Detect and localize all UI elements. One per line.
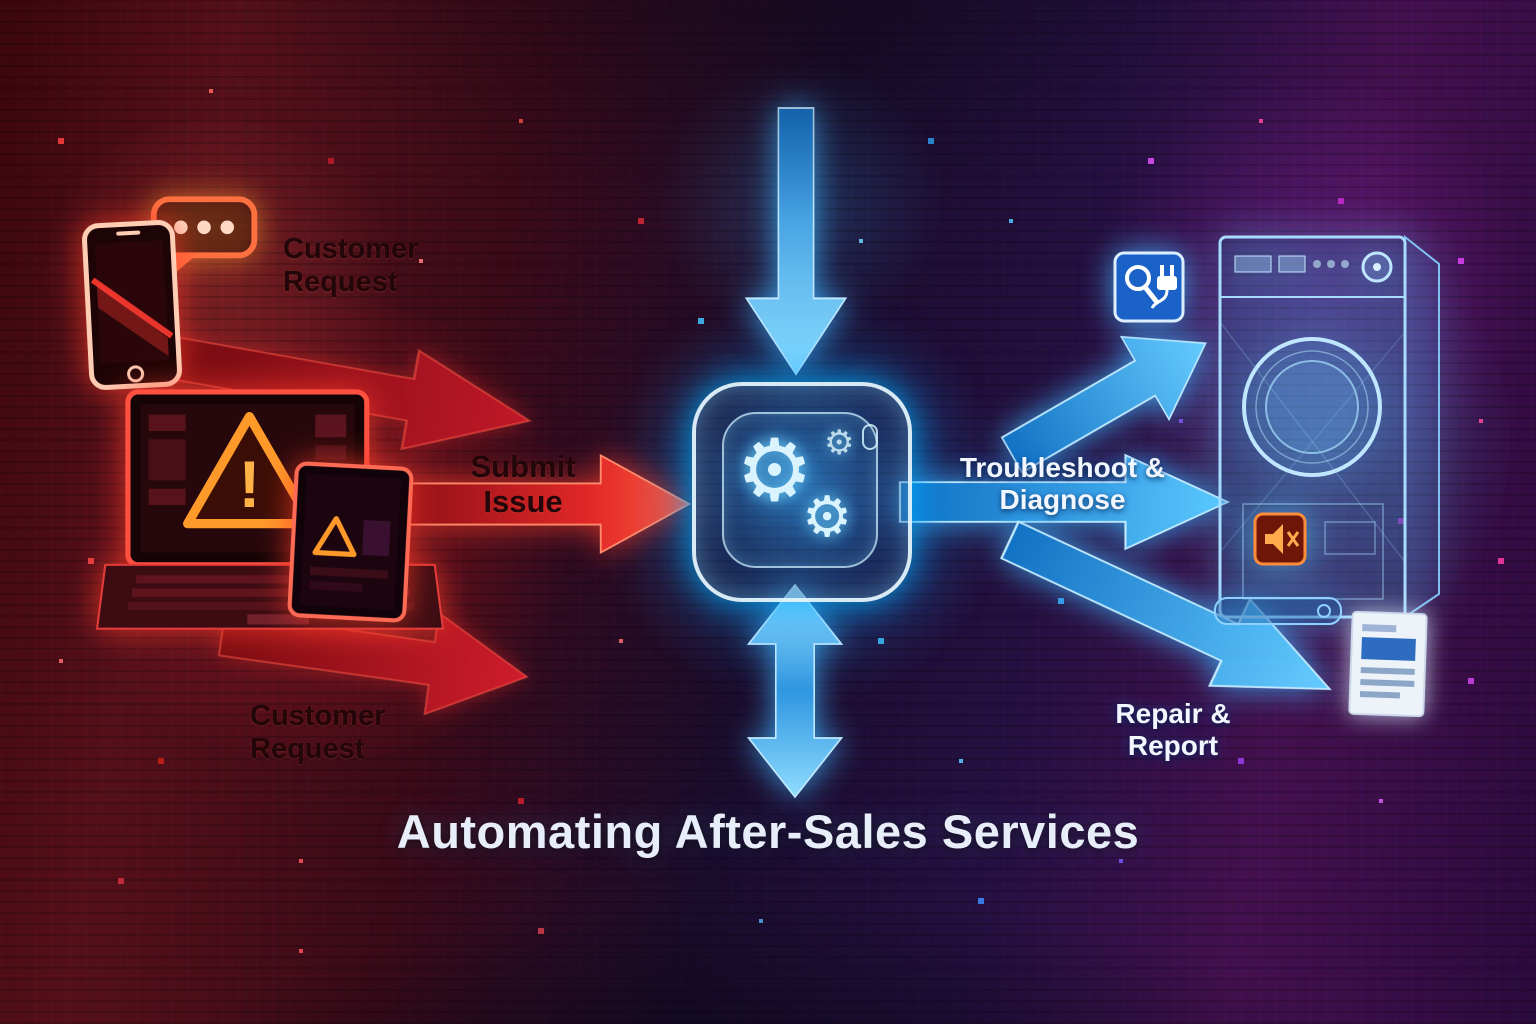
submit-issue-arrow: [405, 448, 692, 560]
device-tray-icon: [1212, 595, 1344, 627]
report-document-icon: [1346, 609, 1430, 720]
diagnostic-tools-icon: [1112, 250, 1186, 324]
appliance-alert-icon: [1253, 512, 1307, 566]
repair-report-label: Repair & Report: [1115, 698, 1231, 762]
tablet-warning-icon: [284, 459, 417, 625]
page-title: Automating After-Sales Services: [396, 805, 1140, 858]
feedback-double-arrow: [739, 583, 851, 799]
washing-machine-icon: [1205, 222, 1450, 637]
gear-icon-small: ⚙: [802, 485, 853, 550]
gear-icon-tiny: ⚙: [824, 423, 855, 463]
customer-request-top-label: Customer Request: [283, 233, 419, 299]
pixel-sparkles: [0, 0, 2, 2]
ai-processor-chip-icon: ⚙ ⚙ ⚙: [692, 382, 912, 602]
chip-notch: [862, 424, 878, 450]
svg-text:!: !: [238, 447, 260, 521]
input-down-arrow: [740, 107, 852, 380]
smartphone-icon: [80, 218, 185, 393]
